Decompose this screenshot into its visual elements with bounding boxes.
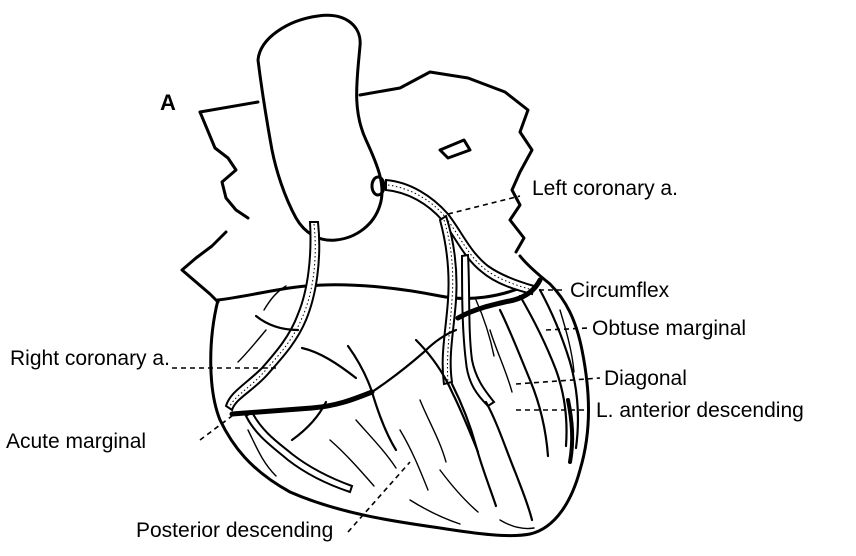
right-atrium-outline <box>182 232 226 302</box>
panel-label: A <box>160 90 176 115</box>
label-lad: L. anterior descending <box>596 399 804 422</box>
label-obtuse-marginal: Obtuse marginal <box>592 317 746 340</box>
leader-lines <box>172 196 600 532</box>
aortic-arch-outline <box>258 15 382 240</box>
label-circumflex: Circumflex <box>570 279 670 302</box>
right-coronary-artery <box>226 222 319 410</box>
atrioventricular-groove <box>218 285 520 300</box>
label-left-coronary: Left coronary a. <box>532 177 678 200</box>
label-acute-marginal: Acute marginal <box>6 430 146 453</box>
ventricle-outline <box>211 256 589 536</box>
posterior-descending-artery <box>246 412 352 492</box>
pulmonary-trunk-outline <box>440 140 470 158</box>
left-main-coronary <box>386 180 534 294</box>
label-diagonal: Diagonal <box>604 367 687 390</box>
label-right-coronary: Right coronary a. <box>10 347 170 370</box>
lad-artery <box>440 216 457 384</box>
left-pulmonary-outline <box>200 112 248 218</box>
acute-marginal-artery <box>232 392 372 414</box>
label-posterior-descending: Posterior descending <box>136 519 333 542</box>
